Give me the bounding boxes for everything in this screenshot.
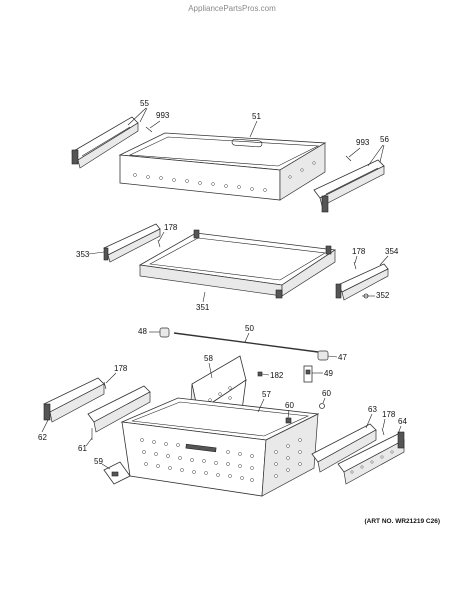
screw-993-right[interactable]	[345, 155, 352, 162]
callout-354: 354	[385, 247, 399, 256]
screw-993-left[interactable]	[145, 126, 153, 133]
drawer-frame-351[interactable]	[138, 229, 337, 299]
right-slide-rail-56[interactable]	[313, 159, 385, 213]
screw-178-lower-left[interactable]	[103, 381, 107, 390]
callout-49: 49	[324, 369, 333, 378]
right-rail-64[interactable]	[337, 431, 405, 485]
callout-48: 48	[138, 327, 147, 336]
callout-55: 55	[140, 99, 149, 108]
callout-60-left: 60	[285, 401, 294, 410]
callout-63: 63	[368, 405, 377, 414]
left-slide-rail-55[interactable]	[71, 116, 139, 169]
callout-50: 50	[245, 324, 254, 333]
screw-178-upper-right[interactable]	[353, 261, 357, 270]
left-rail-62[interactable]	[43, 377, 105, 423]
callout-60-right: 60	[322, 389, 331, 398]
callout-178-upper-right: 178	[352, 247, 366, 256]
callout-59: 59	[94, 457, 103, 466]
callout-993-left: 993	[156, 111, 170, 120]
callout-64: 64	[398, 417, 407, 426]
end-cap-48[interactable]	[159, 327, 170, 338]
right-rail-63[interactable]	[311, 423, 377, 473]
callout-62: 62	[38, 433, 47, 442]
callout-51: 51	[252, 112, 261, 121]
callout-56: 56	[380, 135, 389, 144]
left-rail-353[interactable]	[103, 223, 161, 263]
right-rail-354[interactable]	[335, 263, 389, 301]
art-number: (ART NO. WR21219 C26)	[365, 518, 441, 525]
watermark-text: AppliancePartsPros.com	[188, 4, 276, 13]
callout-351: 351	[196, 303, 210, 312]
lower-basket-57[interactable]	[120, 397, 320, 497]
bracket-59[interactable]	[103, 461, 131, 485]
callout-61: 61	[78, 444, 87, 453]
callout-353: 353	[76, 250, 90, 259]
callout-182: 182	[270, 371, 284, 380]
rod-50[interactable]	[173, 332, 319, 353]
screw-178-lower-right[interactable]	[381, 427, 385, 436]
callout-178-lower-right: 178	[382, 410, 396, 419]
clip-60-right[interactable]	[319, 403, 325, 409]
upper-drawer-51[interactable]	[118, 132, 327, 201]
callout-993-right: 993	[356, 138, 370, 147]
callout-178-upper-left: 178	[164, 223, 178, 232]
clip-182[interactable]	[257, 371, 263, 377]
callout-58: 58	[204, 354, 213, 363]
clip-60-left[interactable]	[285, 417, 292, 424]
callout-352: 352	[376, 291, 390, 300]
fastener-352[interactable]	[362, 293, 369, 299]
bracket-49[interactable]	[303, 365, 313, 383]
callout-57: 57	[262, 390, 271, 399]
left-rail-61[interactable]	[87, 385, 151, 440]
callout-47: 47	[338, 353, 347, 362]
callout-178-lower-left: 178	[114, 364, 128, 373]
screw-178-upper-left[interactable]	[157, 239, 161, 248]
end-cap-47[interactable]	[317, 350, 329, 361]
